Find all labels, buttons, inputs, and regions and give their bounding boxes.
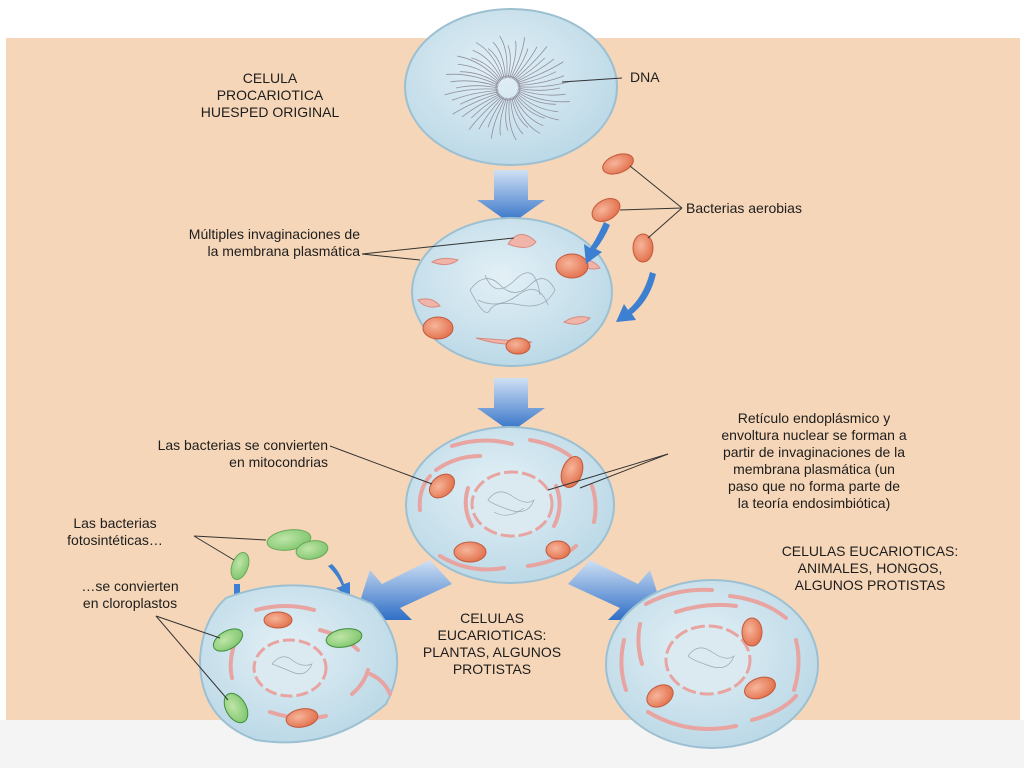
free-aerobic-bacteria [591, 153, 654, 263]
photosynthetic-label: Las bacterias fotosintéticas… [67, 515, 163, 548]
arrow-down-2 [477, 378, 545, 432]
animal-eukaryotic-cell [605, 579, 819, 749]
mitochondria [646, 617, 776, 708]
endoplasmic-reticulum [417, 438, 598, 572]
engulfed-bacterium [505, 337, 531, 355]
invagination-leader-lines [361, 237, 515, 261]
mitochondria-leader-line [329, 445, 433, 485]
mitochondria [428, 456, 584, 563]
bottom-strip [0, 720, 1024, 768]
cell-with-invaginations [411, 217, 613, 367]
proto-eukaryotic-cell [405, 426, 615, 584]
arrow-to-plant-cell [354, 560, 452, 620]
engulfed-bacterium [555, 253, 589, 279]
nucleus [470, 470, 554, 538]
engulfed-bacterium [422, 316, 454, 340]
nucleus [664, 624, 752, 696]
chloroplasts-label: …se convierten en cloroplastos [81, 578, 179, 611]
photosynthetic-bacteria [230, 529, 329, 580]
nucleus [252, 638, 328, 698]
dna-tangle [469, 272, 556, 313]
aerobic-bacteria-label: Bacterias aerobias [686, 200, 802, 216]
mitochondria-label: Las bacterias se convierten en mitocondr… [157, 437, 328, 470]
invaginations-label: Múltiples invaginaciones de la membrana … [188, 226, 360, 259]
small-blue-arrows [584, 222, 656, 322]
dna-leader-line [561, 77, 623, 83]
host-cell-label: CELULA PROCARIOTICA HUESPED ORIGINAL [200, 70, 340, 120]
chloroplasts [212, 628, 363, 724]
arrow-down-1 [477, 170, 545, 224]
plant-cells-label: CELULAS EUCARIOTICAS: PLANTAS, ALGUNOS P… [422, 610, 562, 677]
dna-coil [444, 35, 572, 141]
aerobic-leader-lines [619, 165, 683, 239]
er-leader-lines [547, 453, 669, 491]
photosynthetic-leader-lines [193, 535, 267, 561]
mitochondria [263, 611, 319, 728]
host-prokaryotic-cell [404, 8, 618, 166]
er-nuclear-label: Retículo endoplásmico y envoltura nuclea… [721, 410, 907, 511]
animal-cells-label: CELULAS EUCARIOTICAS: ANIMALES, HONGOS, … [781, 543, 959, 593]
dna-label: DNA [630, 69, 660, 85]
plant-eukaryotic-cell [198, 584, 399, 744]
chloroplast-leader-lines [155, 615, 229, 701]
